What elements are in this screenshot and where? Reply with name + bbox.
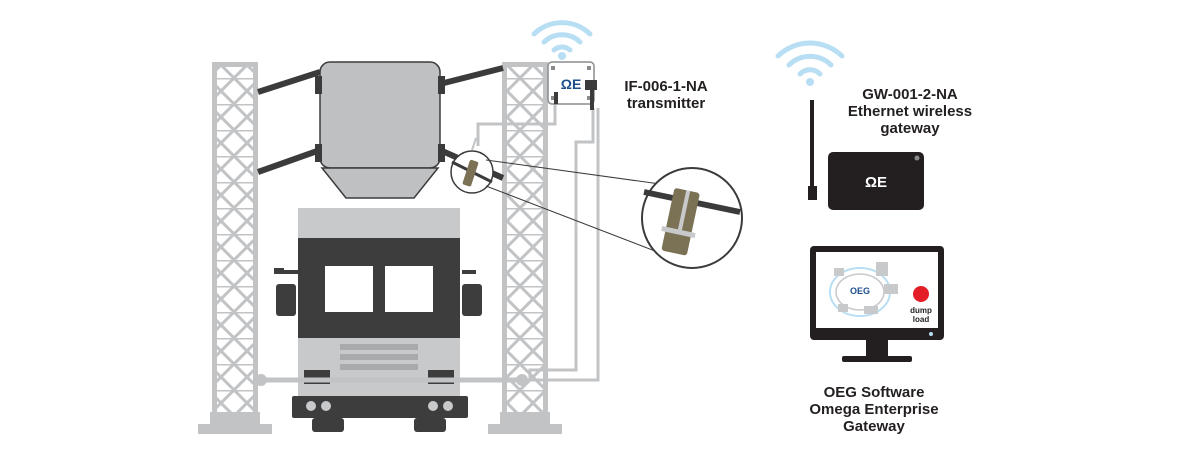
gateway-line2: gateway <box>880 120 940 137</box>
gateway-model: GW-001-2-NA <box>862 86 958 103</box>
truck <box>274 208 482 432</box>
dump-load-line1: dump <box>910 306 932 315</box>
wifi-icon <box>531 20 593 60</box>
dump-load-button <box>913 286 929 302</box>
gateway-line1: Ethernet wireless <box>847 103 973 120</box>
wifi-icon <box>775 40 845 86</box>
left-tower <box>198 62 272 434</box>
software-line1: OEG Software <box>823 384 925 401</box>
screen-logo: OEG <box>850 286 870 296</box>
software-line3: Gateway <box>843 418 905 435</box>
software-label: OEG Software Omega Enterprise Gateway <box>786 384 962 435</box>
gateway-label: GW-001-2-NA Ethernet wireless gateway <box>832 86 988 137</box>
sensor-zoom-detail <box>641 167 743 269</box>
transmitter-model: IF-006-1-NA <box>624 78 708 95</box>
zoom-lines <box>485 159 669 257</box>
right-tower <box>488 62 562 434</box>
monitor: OEG dump load <box>810 246 944 362</box>
transmitter-type: transmitter <box>626 95 706 112</box>
software-line2: Omega Enterprise <box>809 401 939 418</box>
transmitter-label: IF-006-1-NA transmitter <box>603 78 729 112</box>
dump-load-line2: load <box>913 315 930 324</box>
strain-sensor <box>450 137 494 194</box>
gateway-logo: ΩE <box>865 174 887 191</box>
cable-run <box>254 102 600 386</box>
transmitter-device: ΩE <box>547 61 597 110</box>
transmitter-logo: ΩE <box>561 76 582 92</box>
screen-diagram: OEG <box>829 262 898 317</box>
gateway-device: ΩE <box>808 100 924 210</box>
hopper <box>256 61 505 199</box>
